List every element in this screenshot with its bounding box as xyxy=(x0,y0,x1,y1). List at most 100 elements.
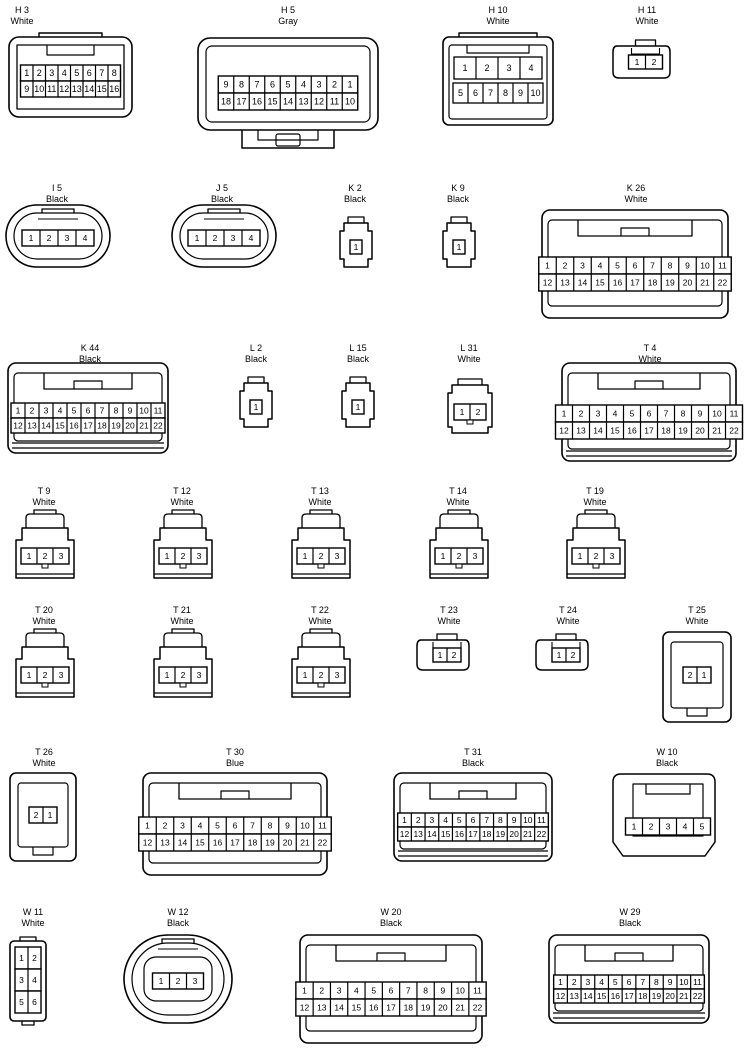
pin-number: 1 xyxy=(145,821,150,831)
connector-color: Black xyxy=(78,354,101,364)
pin-number: 15 xyxy=(441,829,451,839)
pin-number: 15 xyxy=(97,84,107,94)
pin-number: 15 xyxy=(597,991,607,1001)
pin-number: 13 xyxy=(160,838,170,848)
pin-number: 1 xyxy=(254,402,259,412)
pin-number: 2 xyxy=(37,68,42,78)
pin-row xyxy=(624,817,712,836)
pin-number: 1 xyxy=(19,953,24,963)
pin-number: 1 xyxy=(441,551,446,561)
pin-number: 19 xyxy=(111,421,121,431)
pin-number: 3 xyxy=(506,63,511,73)
connector-code: T 13 xyxy=(311,486,329,496)
pin-number: 13 xyxy=(413,829,423,839)
connector-color: Black xyxy=(346,354,369,364)
pin-number: 19 xyxy=(421,1003,431,1013)
connector-code: L 2 xyxy=(249,343,263,353)
connector-code: K 44 xyxy=(80,343,100,353)
pin-number: 1 xyxy=(303,670,308,680)
pin-number: 11 xyxy=(537,815,546,825)
pin-number: 18 xyxy=(638,991,648,1001)
pin-number: 16 xyxy=(252,97,262,107)
connector-code: T 22 xyxy=(311,605,329,615)
pin-number: 12 xyxy=(143,838,153,848)
pin-number: 9 xyxy=(128,406,133,416)
pin-number: 2 xyxy=(416,815,421,825)
connector-code: T 14 xyxy=(449,486,467,496)
pin-number: 13 xyxy=(317,1003,327,1013)
connector-color: White xyxy=(638,354,662,364)
pin-number: 8 xyxy=(681,409,686,419)
pin-number: 5 xyxy=(285,80,290,90)
pin-number: 3 xyxy=(335,551,340,561)
pin-number: 9 xyxy=(24,84,29,94)
pin-number: 4 xyxy=(83,233,88,243)
pin-number: 3 xyxy=(65,233,70,243)
pin-number: 14 xyxy=(583,991,593,1001)
connector-code: T 20 xyxy=(35,605,53,615)
pin-number: 10 xyxy=(345,97,355,107)
pin-number: 10 xyxy=(139,406,149,416)
pin-number: 13 xyxy=(560,278,570,288)
connector-code: W 29 xyxy=(619,907,641,917)
connector-code: H 5 xyxy=(280,5,295,15)
pin-number: 10 xyxy=(300,821,310,831)
pin-number: 5 xyxy=(19,997,24,1007)
pin-number: 3 xyxy=(596,409,601,419)
connector-code: T 31 xyxy=(464,747,482,757)
pin-number: 15 xyxy=(595,278,605,288)
connector-color: Black xyxy=(379,918,402,928)
pin-number: 9 xyxy=(518,88,523,98)
pin-number: 1 xyxy=(165,670,170,680)
pin-number: 1 xyxy=(356,402,361,412)
pin-number: 8 xyxy=(239,80,244,90)
pin-number: 9 xyxy=(685,261,690,271)
pin-number: 1 xyxy=(460,407,465,417)
pin-number: 2 xyxy=(484,63,489,73)
pin-number: 3 xyxy=(430,815,435,825)
pin-number: 1 xyxy=(462,63,467,73)
connector-code: J 5 xyxy=(215,183,228,193)
connector-code: T 12 xyxy=(173,486,191,496)
pin-number: 22 xyxy=(537,829,547,839)
pin-number: 12 xyxy=(314,97,324,107)
pin-number: 8 xyxy=(654,977,659,987)
pin-number: 6 xyxy=(647,409,652,419)
pin-row xyxy=(217,92,359,111)
pin-number: 20 xyxy=(125,421,135,431)
pin-number: 3 xyxy=(19,975,24,985)
connector-code: H 3 xyxy=(14,5,29,15)
pin-number: 1 xyxy=(159,976,164,986)
connector-code: L 15 xyxy=(349,343,367,353)
pin-number: 4 xyxy=(598,261,603,271)
connector-color: White xyxy=(308,497,332,507)
pin-number: 2 xyxy=(649,822,654,832)
pin-number: 6 xyxy=(86,406,91,416)
connector-color: Black xyxy=(166,918,189,928)
connector-color: White xyxy=(170,497,194,507)
pin-number: 20 xyxy=(509,829,519,839)
pin-number: 1 xyxy=(558,977,563,987)
pin-number: 20 xyxy=(438,1003,448,1013)
connector-code: T 24 xyxy=(559,605,577,615)
pin-number: 10 xyxy=(455,986,465,996)
pin-number: 4 xyxy=(528,63,533,73)
pin-number: 2 xyxy=(688,670,693,680)
pin-number: 4 xyxy=(683,822,688,832)
pin-number: 1 xyxy=(438,650,443,660)
pin-number: 19 xyxy=(265,838,275,848)
pin-number: 2 xyxy=(319,551,324,561)
